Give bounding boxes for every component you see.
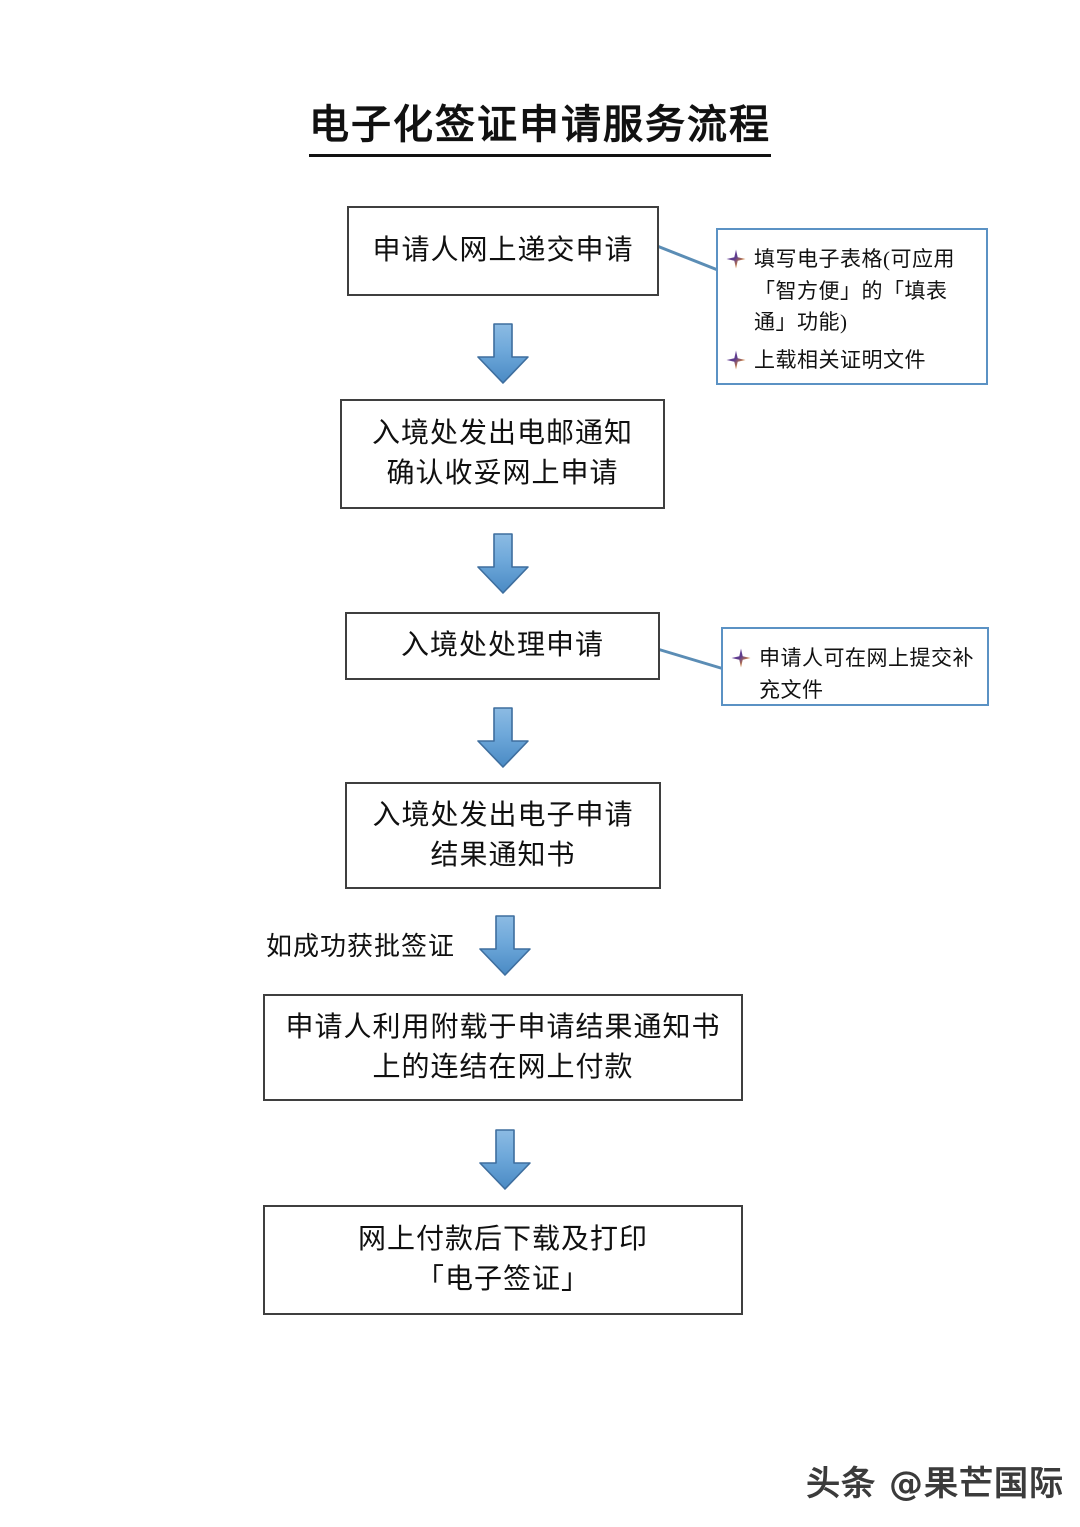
process-box-step-1: 申请人网上递交申请 <box>347 206 659 296</box>
note-2-bullet-row-1: 申请人可在网上提交补充文件 <box>731 643 977 706</box>
callout-note-1: 填写电子表格(可应用「智方便」的「填表通」功能) 上载相关证明文件 <box>716 228 988 385</box>
star-bullet-icon <box>726 350 746 372</box>
note-1-bullet-text-2: 上载相关证明文件 <box>754 347 926 372</box>
process-box-step-5: 申请人利用附载于申请结果通知书 上的连结在网上付款 <box>263 994 743 1101</box>
process-box-step-2-label: 入境处发出电邮通知 确认收妥网上申请 <box>371 418 633 489</box>
down-arrow-icon <box>475 707 531 769</box>
process-box-step-5-label: 申请人利用附载于申请结果通知书 上的连结在网上付款 <box>285 1011 721 1083</box>
note-2-bullet-text-1: 申请人可在网上提交补充文件 <box>759 646 974 702</box>
process-box-step-3-label: 入境处处理申请 <box>400 630 604 662</box>
page-title-text: 电子化签证申请服务流程 <box>309 92 771 157</box>
note-1-bullet-row-2: 上载相关证明文件 <box>726 345 976 377</box>
star-bullet-icon <box>731 648 751 670</box>
condition-label: 如成功获批签证 <box>266 932 456 961</box>
process-box-step-4-label: 入境处发出电子申请 结果通知书 <box>372 799 634 871</box>
process-box-step-1-label: 申请人网上递交申请 <box>372 235 634 267</box>
process-box-step-4: 入境处发出电子申请 结果通知书 <box>345 782 661 889</box>
watermark: 头条 @果芒国际 <box>806 1464 1064 1504</box>
note-1-bullet-text-1: 填写电子表格(可应用「智方便」的「填表通」功能) <box>754 247 955 334</box>
down-arrow-icon <box>477 915 533 977</box>
callout-note-2: 申请人可在网上提交补充文件 <box>721 627 989 706</box>
page-title: 电子化签证申请服务流程 <box>0 92 1080 157</box>
star-bullet-icon <box>726 249 746 271</box>
process-box-step-2: 入境处发出电邮通知 确认收妥网上申请 <box>340 399 665 509</box>
process-box-step-6: 网上付款后下载及打印 「电子签证」 <box>263 1205 743 1315</box>
down-arrow-icon <box>475 323 531 385</box>
note-1-bullet-row-1: 填写电子表格(可应用「智方便」的「填表通」功能) <box>726 244 976 339</box>
process-box-step-3: 入境处处理申请 <box>345 612 660 680</box>
down-arrow-icon <box>475 533 531 595</box>
down-arrow-icon <box>477 1129 533 1191</box>
process-box-step-6-label: 网上付款后下载及打印 「电子签证」 <box>357 1224 648 1295</box>
connector-step3-note2 <box>653 646 735 674</box>
